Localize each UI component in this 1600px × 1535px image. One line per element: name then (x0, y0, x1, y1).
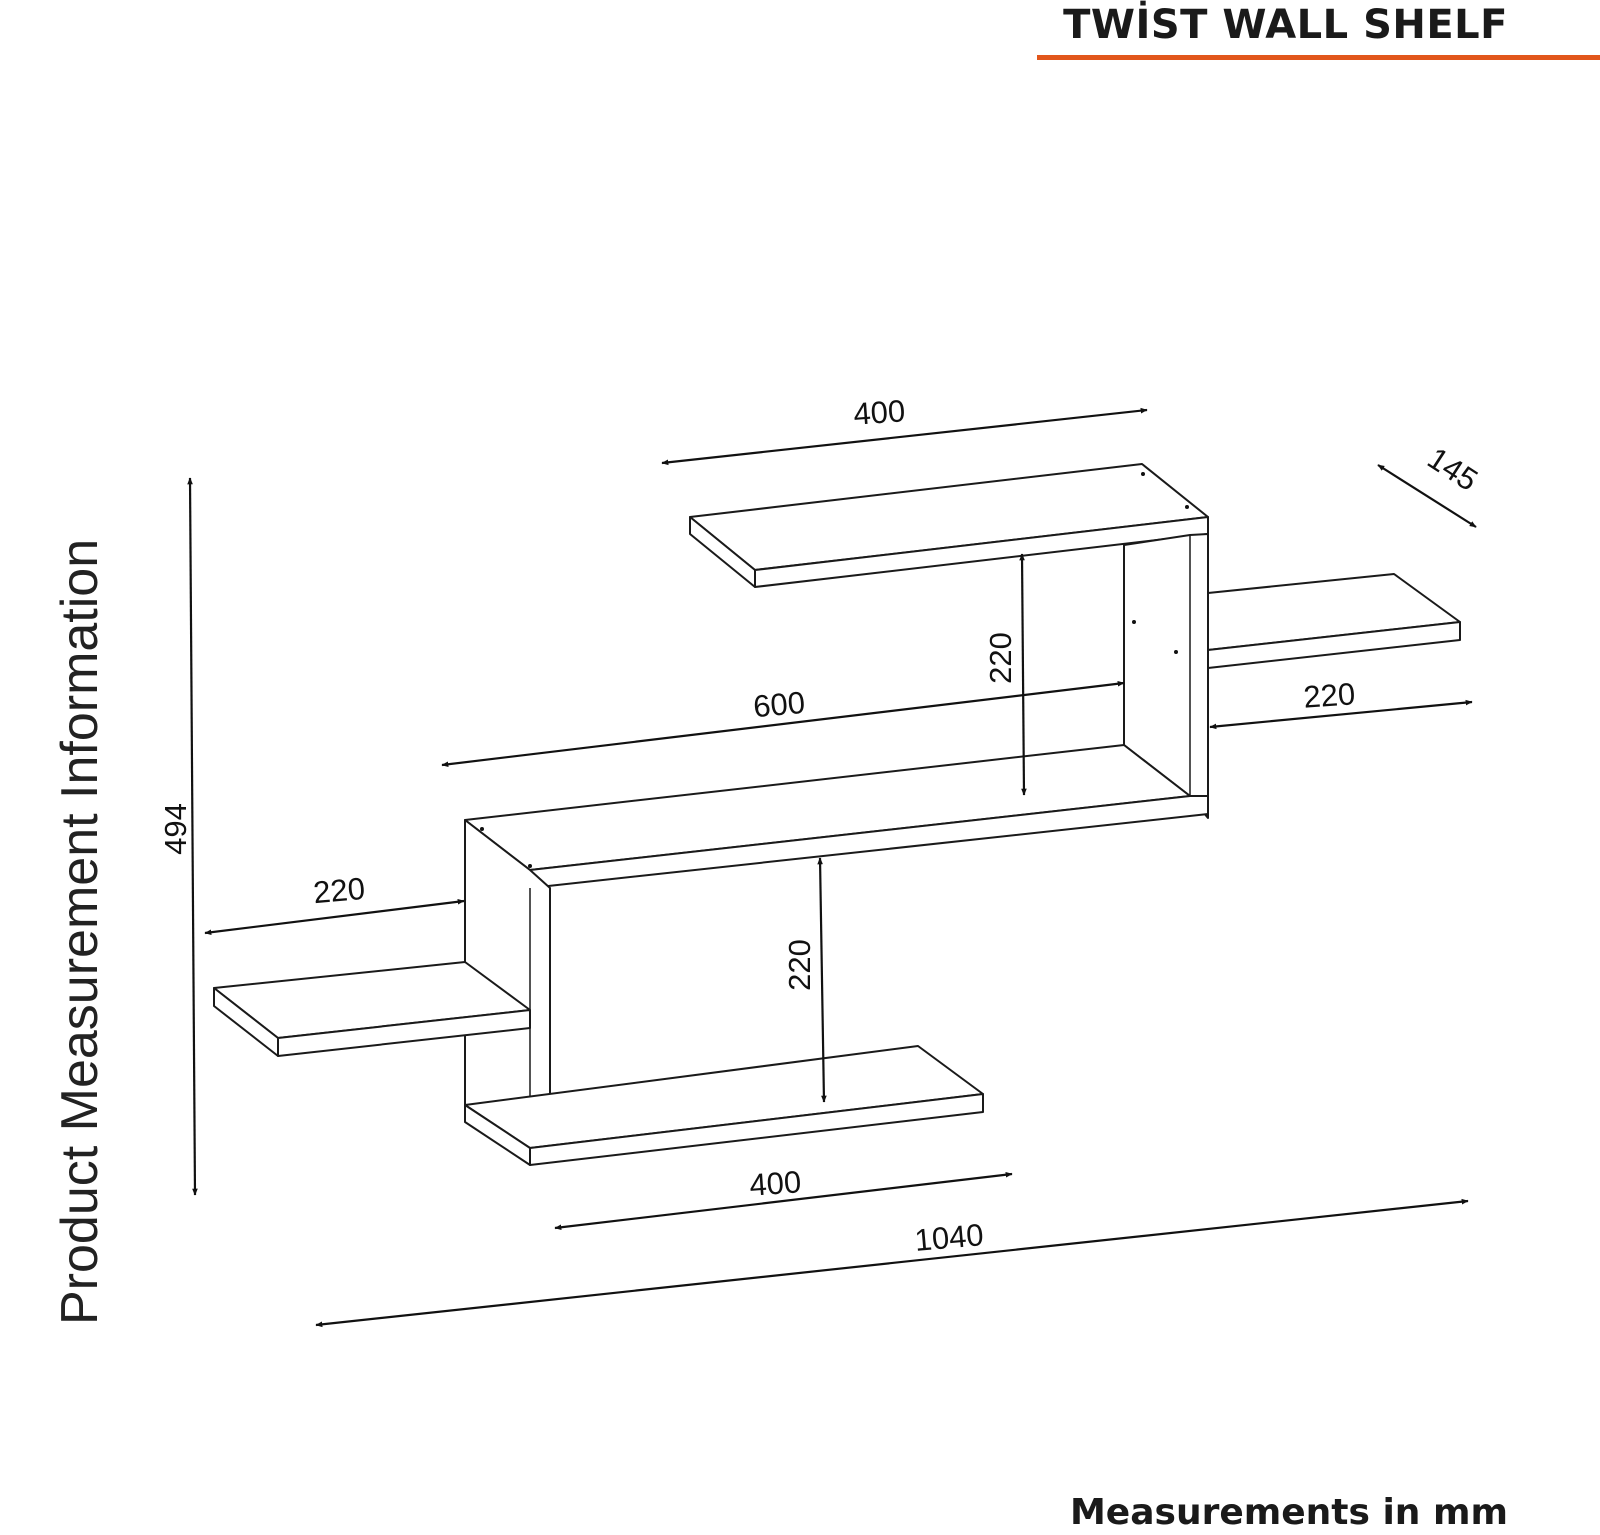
middle-shelf (464, 744, 1209, 889)
dim-line-middle-width (441, 680, 1125, 768)
left-shelf (213, 961, 531, 1057)
dim-total-width: 1040 (913, 1217, 985, 1258)
page-title: TWİST WALL SHELF (1063, 2, 1508, 48)
right-shelf (1207, 573, 1461, 669)
top-shelf (689, 463, 1209, 588)
dim-line-total-width (315, 1198, 1469, 1328)
dim-total-height: 494 (158, 803, 193, 855)
units-note: Measurements in mm (1069, 1492, 1508, 1533)
dim-middle-width: 600 (752, 685, 807, 724)
bottom-shelf (464, 1045, 984, 1166)
dim-lower-height: 220 (782, 939, 817, 991)
dim-depth: 145 (1421, 440, 1483, 498)
dim-upper-height: 220 (983, 632, 1018, 684)
screw-marks (480, 472, 1189, 868)
title-underline (1037, 55, 1600, 60)
dim-line-right-width (1209, 699, 1473, 730)
dim-line-depth (1377, 464, 1477, 528)
dim-line-total-height (187, 477, 198, 1196)
dim-line-lower-height (817, 857, 827, 1103)
dim-line-top-width (661, 407, 1148, 466)
dim-top-width: 400 (852, 393, 906, 432)
dim-bottom-width: 400 (748, 1164, 802, 1203)
dim-right-width: 220 (1302, 676, 1356, 715)
dim-line-left-width (204, 898, 465, 936)
dim-left-width: 220 (312, 871, 367, 910)
